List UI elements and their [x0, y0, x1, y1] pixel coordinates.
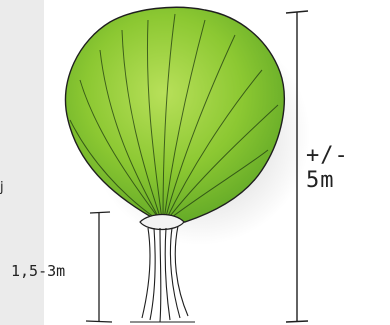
total-height-label: +/- 5m	[306, 143, 349, 193]
trunk-collar	[139, 213, 185, 231]
tree-trunk	[130, 225, 195, 323]
cropped-caption-letter: j	[0, 180, 4, 195]
total-height-dimension	[285, 10, 309, 323]
canopy-veins	[69, 13, 279, 221]
trunk-height-label: 1,5-3m	[11, 262, 66, 280]
side-panel	[0, 0, 44, 325]
tree-canopy	[64, 6, 285, 223]
trunk-height-dimension	[85, 211, 113, 323]
